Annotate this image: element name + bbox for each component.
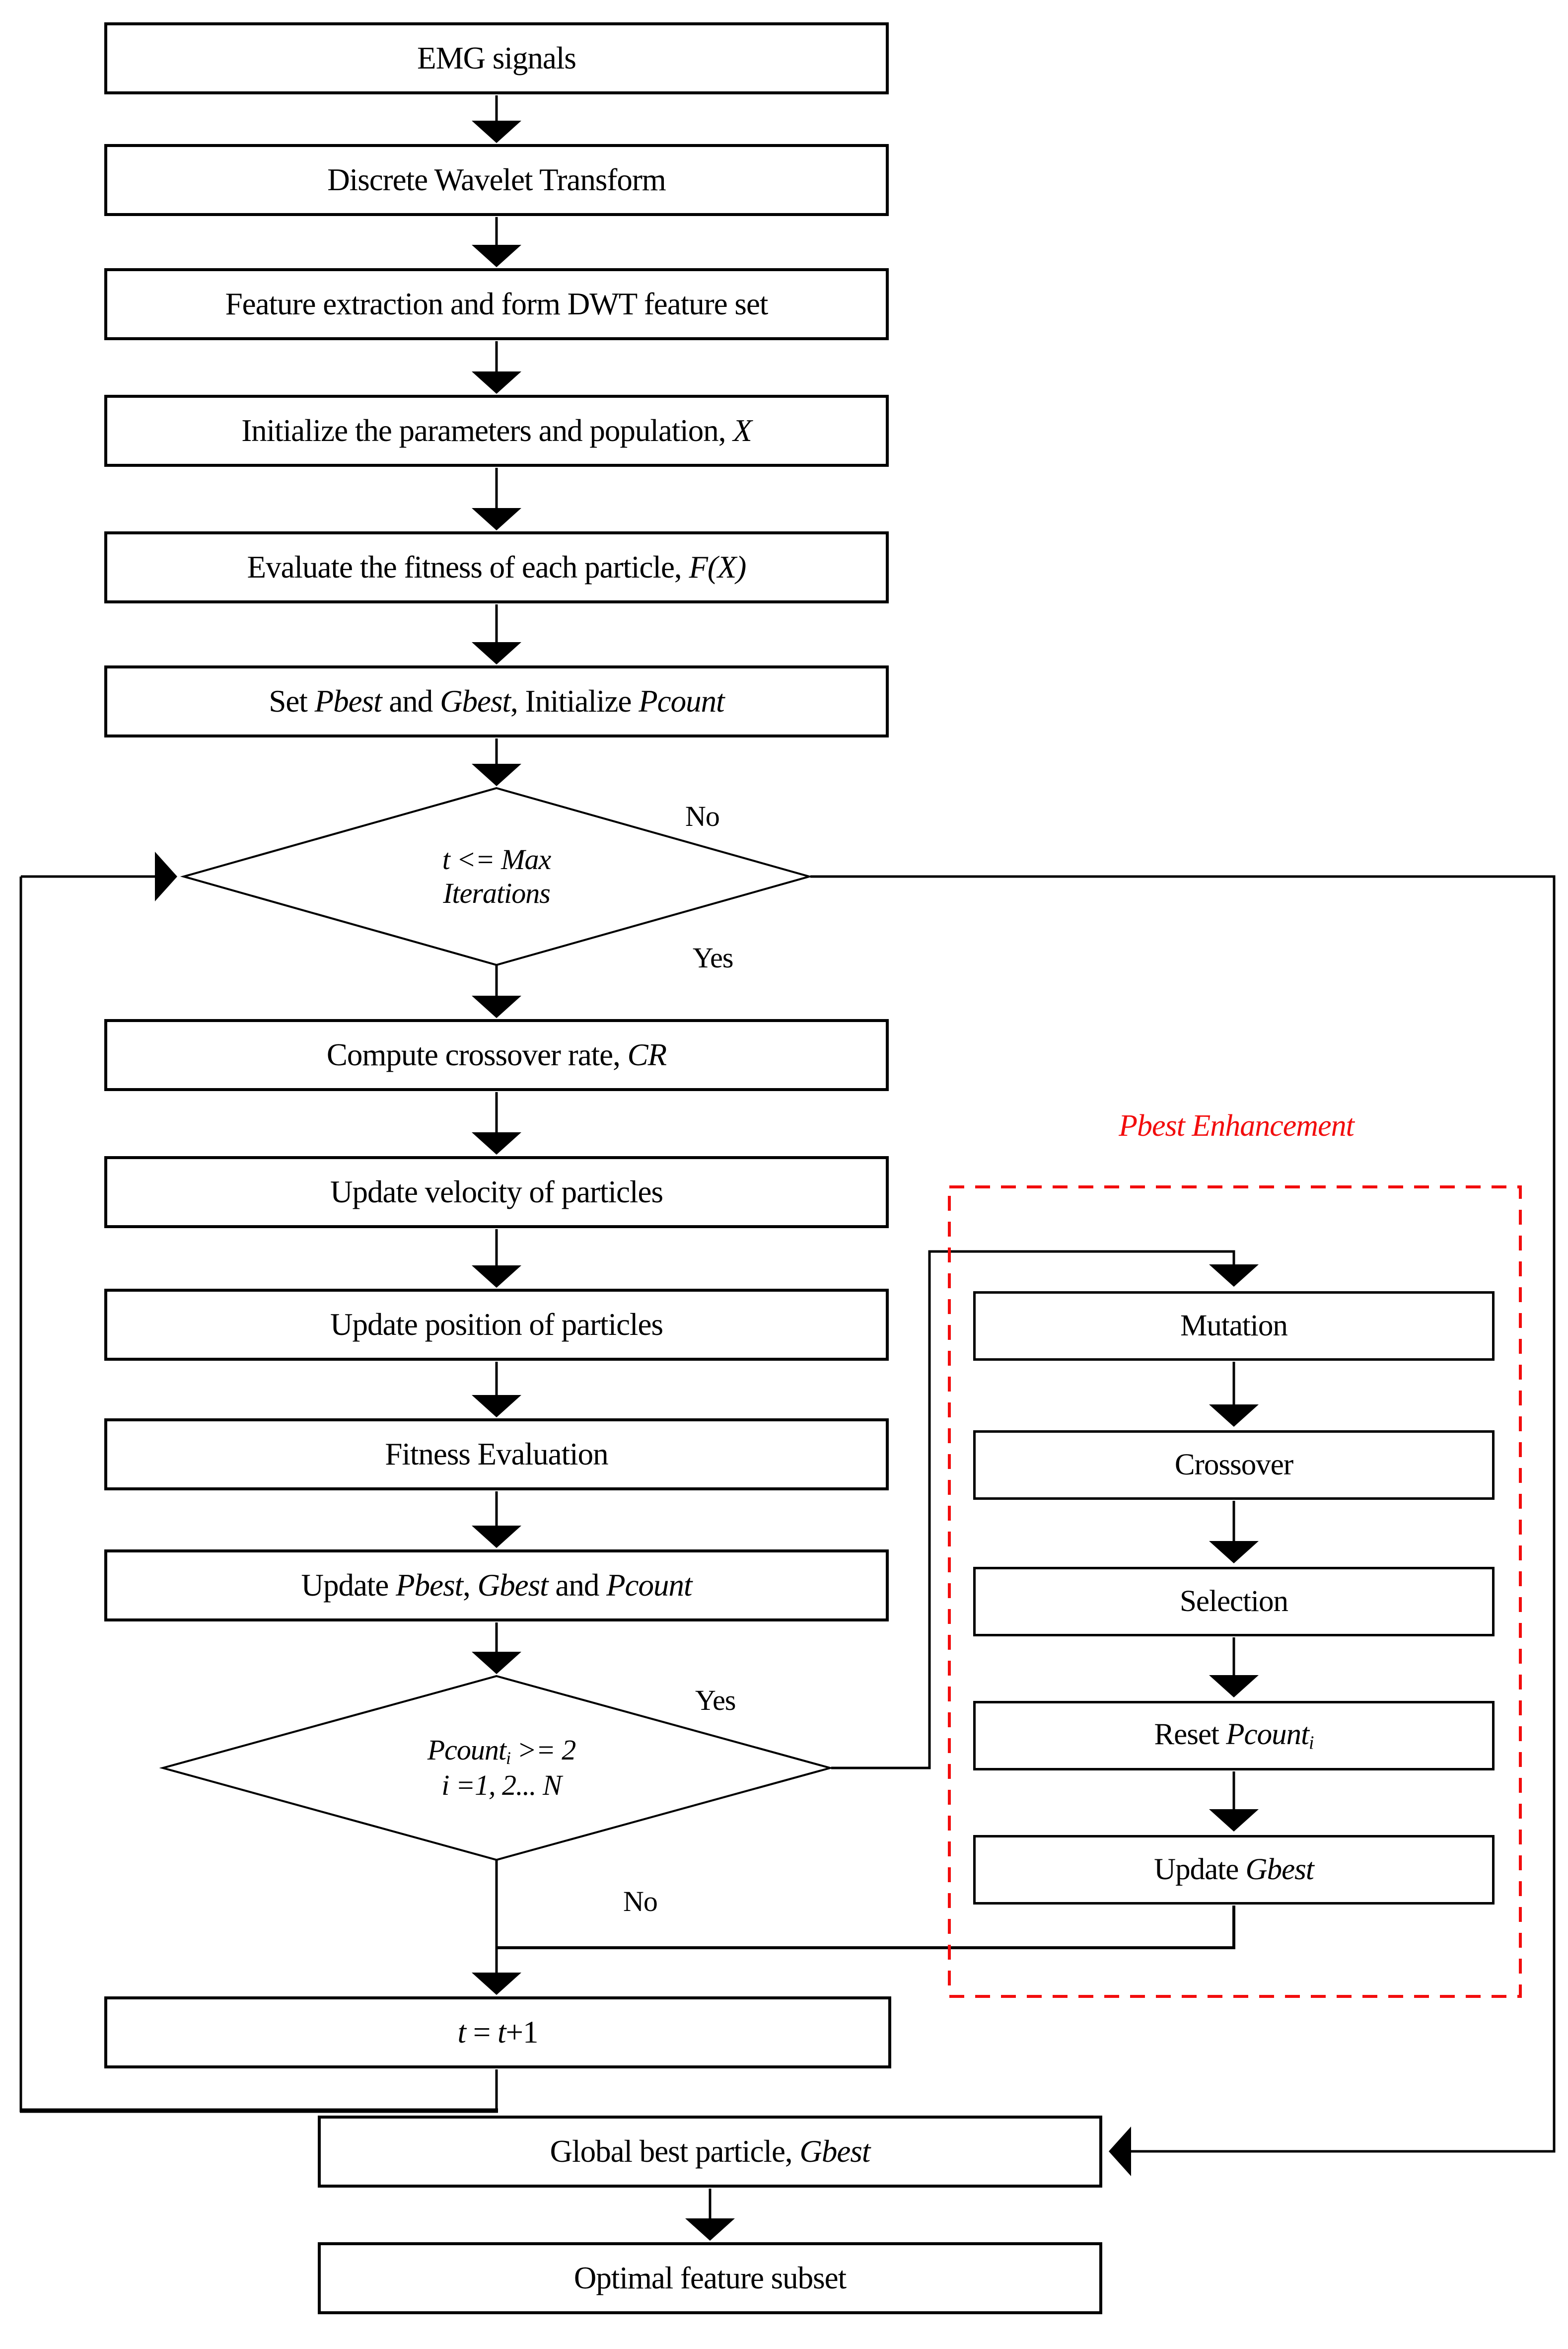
decision1-max-iterations-label: t <= Max Iterations [298,819,695,934]
node-update-gbest: Update Gbest [973,1835,1495,1905]
node-selection-label: Selection [1180,1585,1288,1618]
node-initialize-label: Initialize the parameters and population… [241,413,752,448]
return-updategbest-to-titer [497,1906,1235,1949]
node-increment-iteration: t = t+1 [104,1996,891,2068]
node-reset-pcount-label: Reset Pcounti [1154,1717,1314,1754]
enhancement-dashed-border [948,1185,1522,1998]
node-update-position-label: Update position of particles [330,1307,663,1342]
node-optimal-subset-label: Optimal feature subset [573,2260,847,2295]
node-global-best-particle: Global best particle, Gbest [318,2116,1102,2188]
node-update-gbest-label: Update Gbest [1154,1853,1314,1887]
node-update-position: Update position of particles [104,1289,889,1361]
node-crossover: Crossover [973,1430,1495,1500]
node-update-pbest-gbest-pcount: Update Pbest, Gbest and Pcount [104,1549,889,1621]
node-discrete-wavelet-transform: Discrete Wavelet Transform [104,144,889,216]
node-compute-crossover-rate: Compute crossover rate, CR [104,1019,889,1091]
decision2-no-label: No [623,1885,658,1917]
decision2-yes-label: Yes [695,1684,736,1716]
node-evaluate-fitness: Evaluate the fitness of each particle, F… [104,531,889,603]
node-set-pbest-gbest: Set Pbest and Gbest, Initialize Pcount [104,665,889,737]
decision1-line1: t <= Max [442,843,551,876]
node-feature-extraction: Feature extraction and form DWT feature … [104,268,889,340]
node-update-velocity: Update velocity of particles [104,1156,889,1228]
decision1-yes-label: Yes [693,942,733,974]
decision1-no-label: No [685,800,720,832]
decision2-pcount-label: Pcounti >= 2 i =1, 2... N [298,1711,705,1825]
decision2-pcount-diamond [159,1675,834,1861]
decision1-max-iterations-diamond [180,787,813,966]
node-selection: Selection [973,1567,1495,1636]
node-optimal-feature-subset: Optimal feature subset [318,2242,1102,2314]
node-reset-pcount: Reset Pcounti [973,1701,1495,1770]
no-path-decision1-to-globalbest [810,875,1556,2176]
node-increment-iteration-label: t = t+1 [457,2014,538,2050]
node-fitness-evaluation: Fitness Evaluation [104,1418,889,1490]
node-initialize-population: Initialize the parameters and population… [104,395,889,467]
node-set-pbest-gbest-label: Set Pbest and Gbest, Initialize Pcount [269,683,724,719]
node-global-best-label: Global best particle, Gbest [550,2133,871,2169]
node-evaluate-label: Evaluate the fitness of each particle, F… [247,549,747,585]
node-update-velocity-label: Update velocity of particles [330,1174,663,1209]
node-crossover-rate-label: Compute crossover rate, CR [326,1037,667,1072]
node-fitness-evaluation-label: Fitness Evaluation [385,1436,608,1471]
node-mutation-label: Mutation [1180,1309,1288,1343]
node-update-pbest-label: Update Pbest, Gbest and Pcount [301,1567,692,1603]
node-crossover-label: Crossover [1174,1448,1293,1482]
node-emg-signals-label: EMG signals [417,40,576,75]
decision2-line2: i =1, 2... N [441,1769,562,1802]
decision1-line2: Iterations [443,877,551,909]
decision2-line1: Pcounti >= 2 [427,1734,576,1768]
node-mutation: Mutation [973,1291,1495,1361]
node-emg-signals: EMG signals [104,22,889,94]
yes-path-decision2-to-mutation [831,1250,1259,1769]
node-dwt-label: Discrete Wavelet Transform [327,162,666,197]
node-feature-extraction-label: Feature extraction and form DWT feature … [225,286,769,321]
pbest-enhancement-title: Pbest Enhancement [1119,1109,1354,1143]
